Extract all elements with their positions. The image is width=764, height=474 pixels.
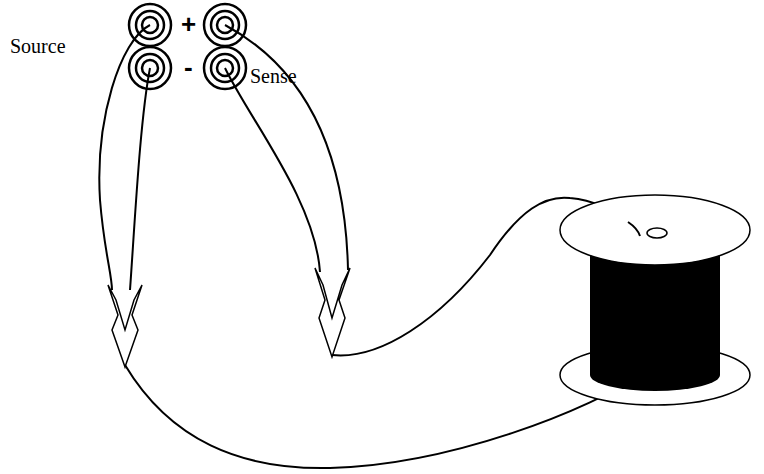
binding-post bbox=[204, 47, 246, 89]
sense-minus-wire bbox=[225, 68, 320, 272]
binding-post bbox=[129, 47, 171, 89]
source-minus-wire bbox=[130, 68, 150, 290]
spool-body-bottom bbox=[590, 359, 720, 391]
wire-spool bbox=[560, 195, 750, 405]
binding-post bbox=[129, 4, 171, 46]
polarity-sign: + bbox=[181, 11, 196, 37]
wires bbox=[99, 25, 645, 468]
sense-plus-wire bbox=[225, 25, 348, 270]
alligator-clips bbox=[108, 268, 350, 367]
binding-post bbox=[204, 4, 246, 46]
wire-end bbox=[628, 222, 640, 236]
spool-top-flange bbox=[560, 195, 750, 265]
spool-hole bbox=[647, 228, 667, 238]
polarity-sign: - bbox=[184, 54, 193, 80]
sense-clip bbox=[315, 268, 350, 357]
terminal-label: Sense bbox=[250, 66, 297, 86]
binding-posts bbox=[129, 4, 246, 89]
source-clip bbox=[108, 285, 142, 367]
terminal-label: Source bbox=[10, 36, 66, 56]
